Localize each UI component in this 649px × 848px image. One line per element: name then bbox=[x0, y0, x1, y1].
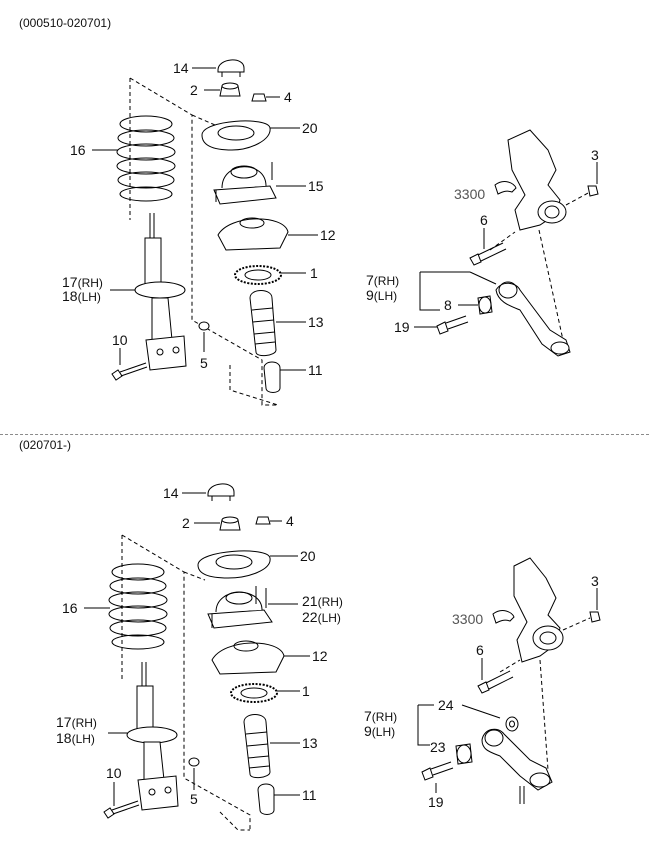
callout-16: 16 bbox=[70, 142, 86, 158]
callout-24: 24 bbox=[438, 697, 454, 713]
bolt-part bbox=[111, 362, 148, 381]
callout-7-rh: 7(RH) bbox=[366, 272, 400, 288]
callout-12-b: 12 bbox=[312, 648, 328, 664]
bushing bbox=[477, 295, 493, 315]
callout-14-b: 14 bbox=[163, 485, 179, 501]
strut-mount bbox=[213, 185, 277, 205]
callout-9-lh: 9(LH) bbox=[366, 287, 398, 303]
coil-spring bbox=[116, 115, 176, 202]
callout-7-rh-b: 7(RH) bbox=[364, 708, 398, 724]
callout-23: 23 bbox=[430, 739, 446, 755]
callout-3: 3 bbox=[591, 147, 599, 163]
callout-1: 1 bbox=[310, 265, 318, 281]
callout-18-lh-b: 18(LH) bbox=[56, 730, 95, 746]
callout-13: 13 bbox=[308, 314, 324, 330]
callout-20-b: 20 bbox=[300, 548, 316, 564]
insulator-plate bbox=[201, 120, 271, 151]
callout-17-rh-b: 17(RH) bbox=[56, 714, 97, 730]
callout-12: 12 bbox=[320, 227, 336, 243]
callout-14: 14 bbox=[173, 60, 189, 76]
callout-20: 20 bbox=[302, 120, 318, 136]
callout-5-b: 5 bbox=[190, 791, 198, 807]
callout-3-b: 3 bbox=[591, 573, 599, 589]
section-header-top: (000510-020701) bbox=[19, 16, 112, 30]
callout-11: 11 bbox=[308, 362, 323, 378]
callout-2-b: 2 bbox=[182, 515, 190, 531]
section-divider bbox=[0, 434, 649, 435]
callout-19-b: 19 bbox=[428, 794, 444, 810]
strut-body bbox=[134, 213, 187, 371]
bearing-ring bbox=[234, 265, 282, 285]
callout-13-b: 13 bbox=[302, 735, 318, 751]
callout-10-b: 10 bbox=[106, 765, 122, 781]
callout-1-b: 1 bbox=[302, 683, 310, 699]
bumper bbox=[263, 361, 281, 393]
section-header-bottom: (020701-) bbox=[19, 438, 72, 452]
callout-3300-b: 3300 bbox=[452, 611, 484, 627]
callout-6-b: 6 bbox=[476, 642, 484, 658]
callout-2: 2 bbox=[190, 82, 198, 98]
callout-6: 6 bbox=[480, 212, 488, 228]
callout-18-lh: 18(LH) bbox=[62, 288, 101, 304]
lower-arm bbox=[495, 282, 571, 357]
callout-15: 15 bbox=[308, 178, 324, 194]
callout-16-b: 16 bbox=[62, 600, 78, 616]
top-knuckle-arm bbox=[414, 129, 599, 357]
callout-8: 8 bbox=[444, 297, 452, 313]
top-strut-assembly bbox=[92, 59, 318, 406]
callout-10: 10 bbox=[112, 332, 128, 348]
bottom-strut-assembly bbox=[84, 483, 310, 831]
callout-22-lh: 22(LH) bbox=[302, 609, 341, 625]
dust-boot bbox=[249, 290, 277, 357]
callout-3300: 3300 bbox=[454, 186, 486, 202]
callout-4: 4 bbox=[284, 89, 292, 105]
cap-part bbox=[217, 59, 245, 73]
callout-17-rh: 17(RH) bbox=[62, 274, 103, 290]
callout-21-rh: 21(RH) bbox=[302, 593, 343, 609]
spring-seat bbox=[217, 218, 289, 251]
callout-19: 19 bbox=[394, 319, 410, 335]
callout-4-b: 4 bbox=[286, 513, 294, 529]
callout-9-lh-b: 9(LH) bbox=[364, 723, 396, 739]
reference-arrow-icon bbox=[494, 181, 517, 195]
callout-5: 5 bbox=[200, 355, 208, 371]
callout-11-b: 11 bbox=[302, 787, 317, 803]
bottom-knuckle-arm bbox=[417, 557, 601, 804]
